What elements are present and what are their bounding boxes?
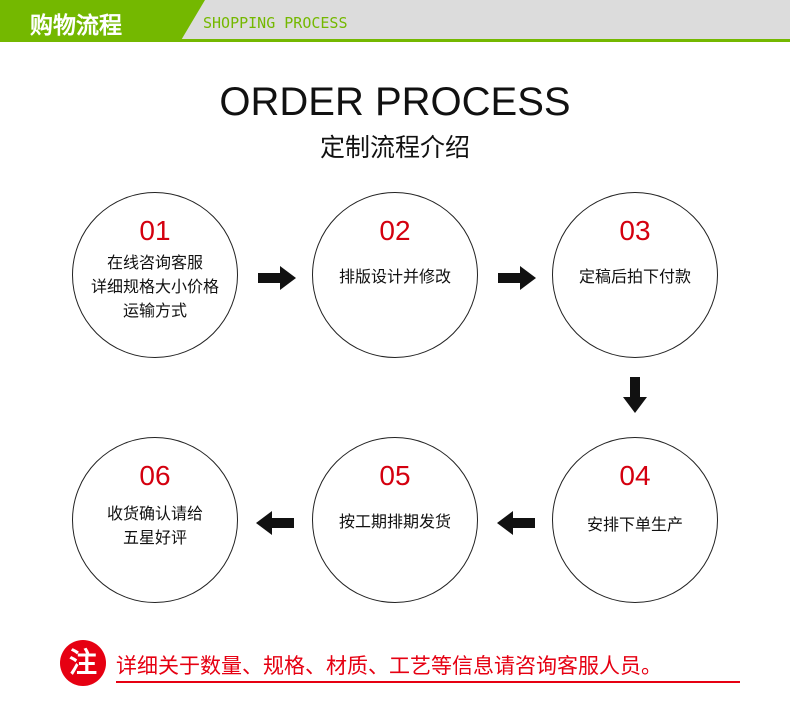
page-subtitle: 定制流程介绍 [319,133,470,162]
arrow-left-icon [256,511,294,535]
step-text: 排版设计并修改 [338,267,451,286]
step-circle-3: 03 定稿后拍下付款 [552,192,718,358]
step-number: 03 [619,215,651,246]
step-text: 运输方式 [122,301,187,320]
note-text: 详细关于数量、规格、材质、工艺等信息请咨询客服人员。 [116,654,662,678]
step-text: 收货确认请给 [106,504,203,523]
arrow-left-icon [497,511,535,535]
note-underline [116,681,740,683]
page-title: ORDER PROCESS [219,80,571,124]
step-text: 详细规格大小价格 [90,277,219,296]
header-title-en: SHOPPING PROCESS [203,14,348,32]
step-text: 按工期排期发货 [338,512,451,531]
arrow-right-icon [498,266,536,290]
step-text: 在线咨询客服 [106,253,203,272]
step-text: 五星好评 [122,528,187,547]
step-circle-1: 01 在线咨询客服 详细规格大小价格 运输方式 [72,192,238,358]
header-title-cn: 购物流程 [30,13,122,39]
arrow-down-icon [623,377,647,413]
step-number: 04 [619,460,651,491]
step-circle-5: 05 按工期排期发货 [312,437,478,603]
step-text: 定稿后拍下付款 [578,267,691,286]
step-number: 02 [379,215,411,246]
header-green-block [0,0,205,42]
step-number: 06 [139,460,171,491]
step-number: 01 [139,215,171,246]
arrow-right-icon [258,266,296,290]
header-bar: 购物流程 SHOPPING PROCESS [0,0,790,42]
note-icon: 注 [60,640,106,686]
step-text: 安排下单生产 [586,515,683,534]
step-circle-6: 06 收货确认请给 五星好评 [72,437,238,603]
step-number: 05 [379,460,411,491]
step-circle-2: 02 排版设计并修改 [312,192,478,358]
step-circle-4: 04 安排下单生产 [552,437,718,603]
